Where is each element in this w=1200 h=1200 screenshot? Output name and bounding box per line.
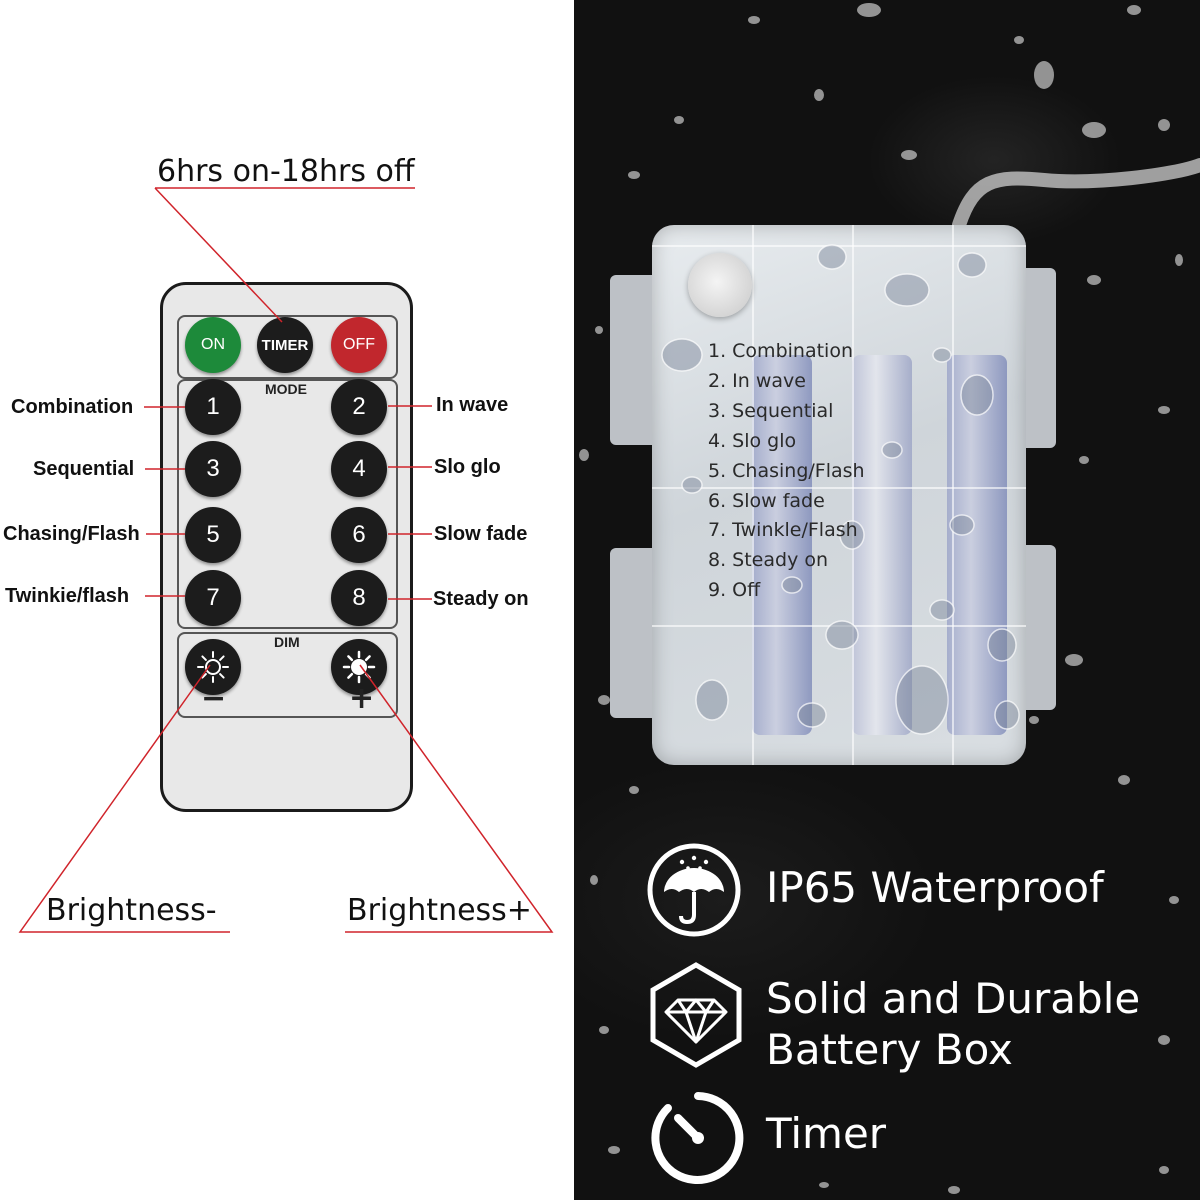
box-droplets bbox=[661, 244, 1020, 735]
mode-button-6[interactable]: 6 bbox=[331, 507, 387, 563]
box-mode-1: 1. Combination bbox=[708, 340, 853, 362]
mode-label-combination: Combination bbox=[11, 396, 134, 418]
feature-timer: Timer bbox=[766, 1109, 887, 1158]
brightness-minus-label: Brightness- bbox=[46, 893, 217, 928]
feature-durable-line1: Solid and Durable bbox=[766, 974, 1141, 1023]
battery bbox=[852, 355, 912, 735]
feature-waterproof: IP65 Waterproof bbox=[766, 863, 1104, 912]
battery-box-photo: 1. Combination 2. In wave 3. Sequential … bbox=[574, 0, 1200, 1200]
battery bbox=[947, 355, 1007, 735]
remote-control: ON TIMER OFF MODE 1 2 3 4 5 6 7 8 DIM bbox=[160, 282, 413, 812]
battery bbox=[752, 355, 812, 735]
mode-button-1[interactable]: 1 bbox=[185, 379, 241, 435]
mode-label-chasing-flash: Chasing/Flash bbox=[3, 523, 140, 545]
divider bbox=[652, 625, 1026, 627]
umbrella-icon bbox=[647, 843, 741, 937]
dim-minus-sign: − bbox=[201, 681, 227, 716]
mode-button-7[interactable]: 7 bbox=[185, 570, 241, 626]
power-panel bbox=[177, 315, 398, 379]
box-mode-4: 4. Slo glo bbox=[708, 430, 797, 452]
box-mode-7: 7. Twinkle/Flash bbox=[708, 519, 858, 541]
mode-panel bbox=[177, 379, 398, 629]
feature-durable-line2: Battery Box bbox=[766, 1025, 1013, 1074]
box-clip-left-top bbox=[610, 275, 660, 445]
dim-plus-sign: + bbox=[349, 681, 375, 716]
divider bbox=[952, 225, 954, 765]
callout-lines bbox=[18, 187, 554, 933]
remote-panel: 6hrs on-18hrs off ON TIMER OFF MODE 1 2 … bbox=[0, 0, 574, 1200]
timer-caption: 6hrs on-18hrs off bbox=[157, 154, 415, 189]
brightness-plus-label: Brightness+ bbox=[347, 893, 532, 928]
mode-label-in-wave: In wave bbox=[436, 394, 509, 416]
box-mode-3: 3. Sequential bbox=[708, 400, 834, 422]
mode-button-3[interactable]: 3 bbox=[185, 441, 241, 497]
on-button[interactable]: ON bbox=[185, 317, 241, 373]
mode-label-slow-fade: Slow fade bbox=[434, 523, 528, 545]
mode-title: MODE bbox=[265, 381, 307, 397]
mode-button-2[interactable]: 2 bbox=[331, 379, 387, 435]
timer-icon bbox=[651, 1092, 744, 1184]
mode-button-4[interactable]: 4 bbox=[331, 441, 387, 497]
off-button[interactable]: OFF bbox=[331, 317, 387, 373]
divider bbox=[752, 225, 754, 765]
mode-button-5[interactable]: 5 bbox=[185, 507, 241, 563]
water-droplets bbox=[579, 3, 1200, 1194]
mode-label-slo-glo: Slo glo bbox=[434, 456, 501, 478]
divider bbox=[852, 225, 854, 765]
box-mode-5: 5. Chasing/Flash bbox=[708, 460, 865, 482]
dim-minus-button[interactable] bbox=[185, 639, 241, 695]
divider bbox=[652, 487, 1026, 489]
timer-button[interactable]: TIMER bbox=[257, 317, 313, 373]
box-mode-2: 2. In wave bbox=[708, 370, 806, 392]
dim-panel bbox=[177, 632, 398, 718]
mode-label-sequential: Sequential bbox=[33, 458, 135, 480]
mode-label-steady-on: Steady on bbox=[433, 588, 529, 610]
mode-button-8[interactable]: 8 bbox=[331, 570, 387, 626]
box-mode-8: 8. Steady on bbox=[708, 549, 829, 571]
sun-outline-icon bbox=[197, 651, 229, 683]
box-mode-6: 6. Slow fade bbox=[708, 490, 825, 512]
dim-plus-button[interactable] bbox=[331, 639, 387, 695]
box-mode-9: 9. Off bbox=[708, 579, 761, 601]
dim-title: DIM bbox=[274, 634, 300, 650]
mode-label-twinkie-flash: Twinkie/flash bbox=[5, 585, 130, 607]
box-clip-left-bottom bbox=[610, 548, 660, 718]
mode-switch-button[interactable] bbox=[688, 253, 752, 317]
diamond-icon bbox=[650, 962, 742, 1068]
battery-box-body bbox=[652, 225, 1026, 765]
